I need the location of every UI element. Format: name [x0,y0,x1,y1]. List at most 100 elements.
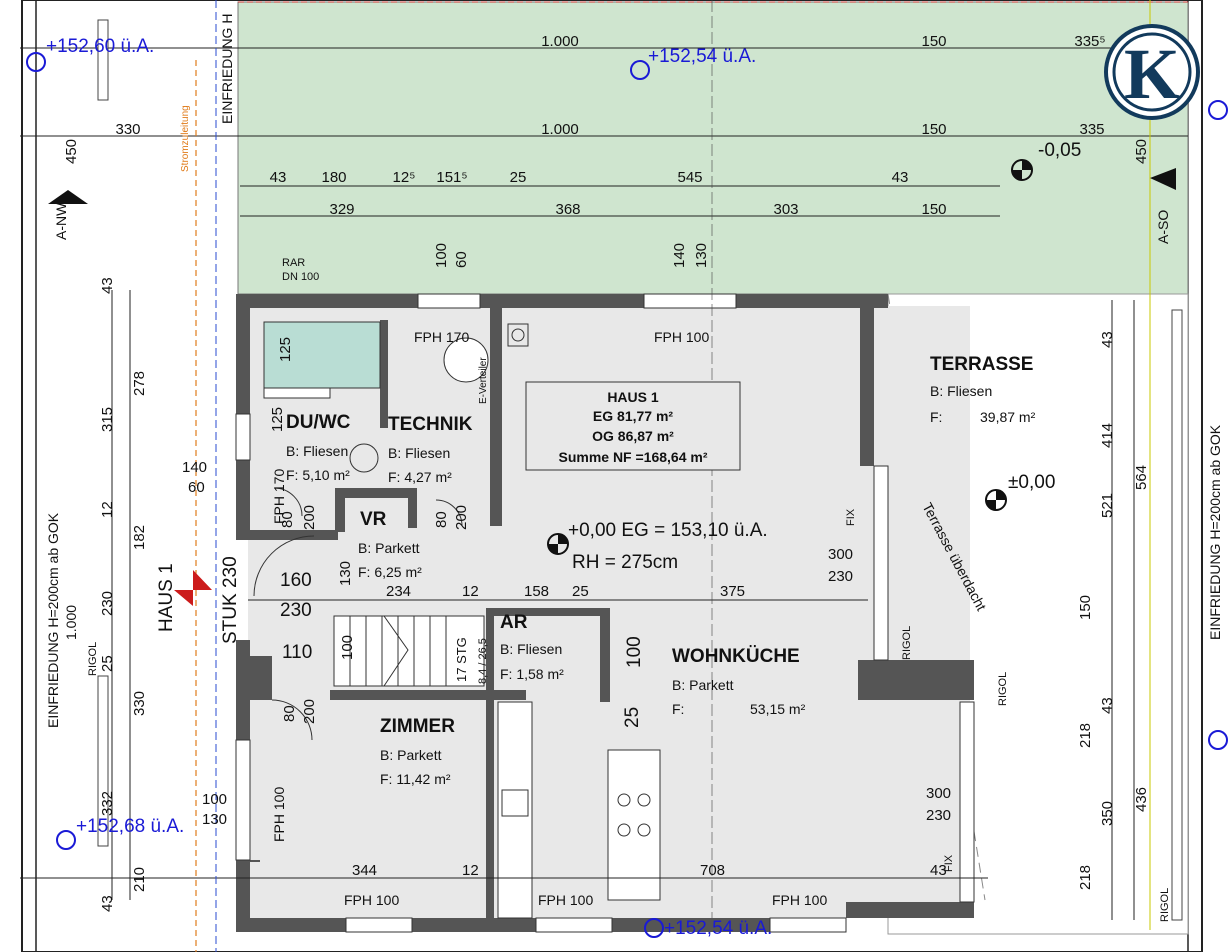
room-duwc-area: F: 5,10 m² [286,467,350,483]
level-eg: +0,00 EG = 153,10 ü.A. [568,520,768,541]
label-fph170-top: FPH 170 [414,329,469,345]
dim-m-17: 110 [282,642,312,663]
dim-m-27: 300 [926,785,951,802]
garden-area [237,1,1189,295]
dimension-labels: 1.000 150 335⁵ 330 1.000 150 335 43 180 … [63,33,1150,912]
level-top-mid: +152,54 ü.A. [648,46,756,67]
dim-m-28: 230 [926,807,951,824]
room-terrasse-area-label: F: [930,409,942,425]
level-markers [26,52,1228,938]
label-fph100-left: FPH 100 [271,787,287,842]
dim-left-10: 43 [99,895,116,912]
label-stg2: 8,4 / 26,5 [477,638,489,684]
label-a-nw: A-NW [53,202,69,240]
dim-row2-0: 330 [115,121,140,138]
dim-right-1: 414 [1099,423,1116,448]
dim-row2-2: 150 [921,121,946,138]
section-arrow-nw-icon [48,190,88,204]
dim-right-3: 564 [1133,465,1150,490]
areas-box [525,381,741,471]
dim-row3-3: 151⁵ [436,169,467,186]
dim-row3-0: 43 [270,169,287,186]
dim-left-8: 332 [99,791,116,816]
areas-og: OG 86,87 m² [592,428,674,444]
dim-left-7: 330 [131,691,148,716]
kitchen [497,701,661,919]
label-rar: RAR [282,257,305,269]
areas-sum: Summe NF =168,64 m² [558,449,707,465]
label-everteiler: E-Verteiler [478,357,489,404]
label-a-so: A-SO [1155,210,1171,244]
dim-right-5: 43 [1099,697,1116,714]
label-fph100-b2: FPH 100 [538,892,593,908]
dim-right-7: 350 [1099,801,1116,826]
dim-m-4: 80 [279,511,296,528]
dim-m-3: 60 [188,479,205,496]
room-terrasse-floor: B: Fliesen [930,383,992,399]
dim-m-0: 125 [277,337,294,362]
dim-left-6: 25 [99,655,116,672]
dim-m-24: 25 [622,707,643,728]
dim-row3-6: 43 [892,169,909,186]
label-strom: Stromzuleitung [180,105,191,172]
dim-left-0: 43 [99,277,116,294]
dim-row4-3: 150 [921,201,946,218]
dim-m-12: 234 [386,583,411,600]
room-ar-floor: B: Fliesen [500,641,562,657]
label-haus: HAUS 1 [156,563,177,632]
fence-post-top [97,19,109,101]
dim-m-22: 130 [202,811,227,828]
level-sw: +152,68 ü.A. [76,816,184,837]
room-wohnkueche-area: 53,15 m² [750,701,806,717]
dim-m-11: 130 [337,561,354,586]
room-vr-floor: B: Parkett [358,540,420,556]
dim-m-13: 12 [462,583,479,600]
dim-win-3: 130 [693,243,710,268]
dim-row3-5: 545 [677,169,702,186]
dim-m-33: 450 [63,139,80,164]
dim-win-1: 60 [453,251,470,268]
label-rigol-left: RIGOL [87,642,99,676]
label-rigol-bottom: RIGOL [1159,888,1171,922]
label-fph100-b1: FPH 100 [344,892,399,908]
dim-row1-1: 150 [921,33,946,50]
label-fence-right: EINFRIEDUNG H=200cm ab GOK [1207,424,1223,640]
dim-m-29: 344 [352,862,377,879]
level-bottom: +152,54 ü.A. [664,918,772,939]
section-arrow-so-icon [1150,168,1176,190]
room-technik-floor: B: Fliesen [388,445,450,461]
label-fence-left: EINFRIEDUNG H=200cm ab GOK [45,512,61,728]
dim-m-25: 300 [828,546,853,563]
room-vr-area: F: 6,25 m² [358,564,422,580]
room-zimmer-name: ZIMMER [380,716,455,737]
dim-m-21: 100 [202,791,227,808]
dim-win-0: 100 [433,243,450,268]
dim-m-9: 160 [280,570,312,591]
entrance-arrow-icon [174,570,212,606]
dim-left-2: 315 [99,407,116,432]
dim-right-9: 218 [1077,865,1094,890]
dimension-lines [20,0,1188,930]
dim-m-23: 100 [624,636,645,668]
dim-m-26: 230 [828,568,853,585]
label-fence-left-len: 1.000 [63,605,79,640]
dim-right-6: 218 [1077,723,1094,748]
interior-walls [250,306,610,918]
shower-area [263,321,381,389]
dim-right-4: 150 [1077,595,1094,620]
label-fence-top: EINFRIEDUNG H [219,14,235,124]
dim-m-8: 200 [453,505,470,530]
dim-m-16: 375 [720,583,745,600]
room-wohnkueche-floor: B: Parkett [672,677,734,693]
dim-m-31: 708 [700,862,725,879]
label-stg: 17 STG [454,637,469,682]
dim-win-2: 140 [671,243,688,268]
label-fix-2: FIX [943,854,955,872]
level-rh: RH = 275cm [572,552,678,573]
level-terrace: ±0,00 [1008,472,1055,493]
vanity [263,387,331,399]
room-wohnkueche-area-label: F: [672,701,684,717]
dim-row1-0: 1.000 [541,33,579,50]
exterior-walls [236,294,974,932]
